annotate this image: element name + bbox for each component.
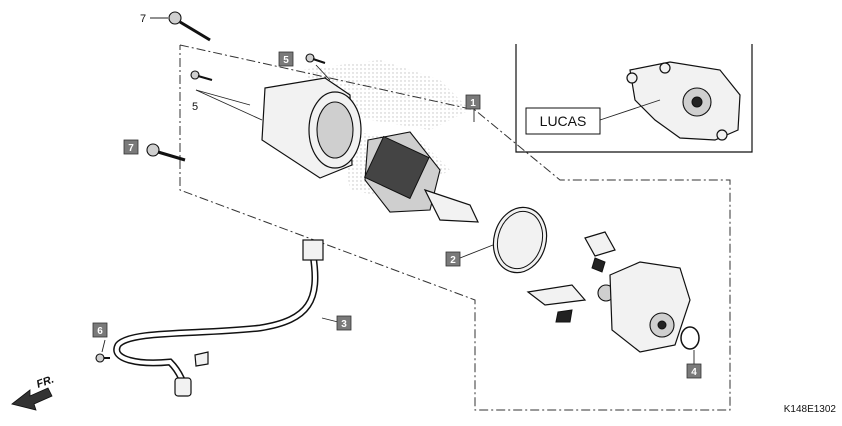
svg-text:1: 1	[470, 98, 476, 109]
armature	[363, 131, 479, 223]
inset-leader-line	[599, 99, 661, 121]
end-cover	[609, 261, 700, 353]
lucas-label: LUCAS	[540, 113, 587, 129]
svg-text:2: 2	[450, 255, 456, 266]
assembly-outline	[179, 44, 731, 411]
front-direction-label: FR.	[35, 373, 56, 390]
cable-connector	[302, 239, 324, 261]
svg-text:3: 3	[341, 319, 347, 330]
callout-1: 1	[465, 94, 481, 110]
front-arrow-icon: FR.	[11, 373, 56, 411]
leader-lines	[101, 17, 695, 367]
callout-6: 6	[92, 322, 108, 338]
lucas-label-box	[525, 107, 601, 135]
bolt-5-boxed	[305, 53, 326, 64]
bolt-7-left	[146, 143, 186, 162]
inset-cover-drawing	[626, 61, 741, 141]
svg-text:4: 4	[691, 367, 697, 378]
motor-yoke	[261, 77, 362, 179]
callout-5-plain: 5	[192, 101, 198, 113]
svg-text:5: 5	[283, 55, 289, 66]
bolt-6	[95, 353, 110, 363]
starter-cable	[113, 239, 324, 397]
callout-3: 3	[336, 315, 352, 331]
inset-frame: LUCAS	[515, 44, 753, 153]
callout-2: 2	[445, 251, 461, 267]
callout-4: 4	[686, 363, 702, 379]
o-ring	[492, 206, 548, 274]
bolt-7-top	[168, 11, 211, 42]
svg-text:5: 5	[192, 101, 198, 113]
callout-7-plain: 7	[140, 13, 146, 25]
figure-code: K148E1302	[784, 404, 837, 415]
callout-5-boxed: 5	[278, 51, 294, 67]
svg-text:7: 7	[128, 143, 134, 154]
svg-text:7: 7	[140, 13, 146, 25]
callout-7-boxed: 7	[123, 139, 139, 155]
svg-text:6: 6	[97, 326, 103, 337]
bolt-5-small	[190, 70, 213, 81]
